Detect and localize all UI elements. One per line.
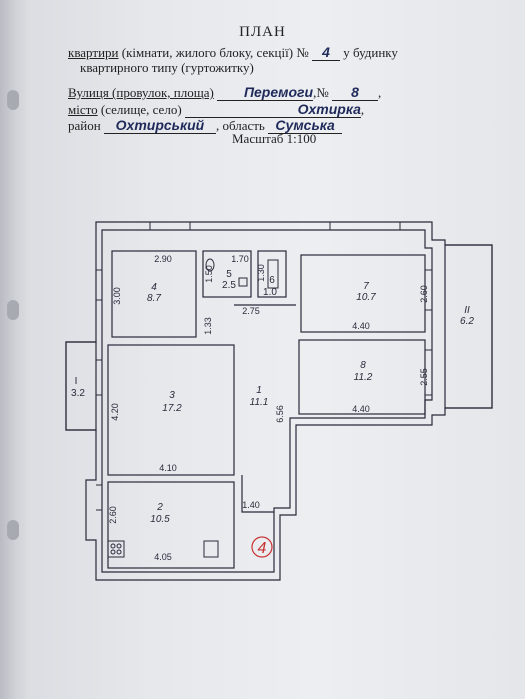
room-4 <box>111 250 197 338</box>
room-7 <box>300 254 426 333</box>
room-area-5: 2.5 <box>222 280 236 291</box>
dim-260a: 2.60 <box>419 285 429 303</box>
room-5 <box>202 250 252 298</box>
kitchen-sink-icon <box>203 540 219 558</box>
room-6 <box>257 250 287 298</box>
room-area-7: 10.7 <box>356 292 376 303</box>
dim-255: 2.55 <box>419 368 429 386</box>
dim-440b: 4.40 <box>352 404 370 414</box>
room-label-8: 8 <box>360 360 366 371</box>
room-area-I: 3.2 <box>71 388 85 399</box>
dim-260b: 2.60 <box>108 506 118 524</box>
binder-hole <box>7 90 19 110</box>
city-value: Охтирка <box>184 101 361 118</box>
header-line-2: квартирного типу (гуртожитку) <box>80 60 254 75</box>
hall-outline <box>234 304 296 513</box>
balcony-I <box>65 341 97 431</box>
dim-150: 1.50 <box>204 265 214 283</box>
dim-275: 2.75 <box>242 306 260 316</box>
room-label-5: 5 <box>226 269 232 280</box>
apartment-marker-circle <box>251 536 273 558</box>
street-value: Перемоги <box>217 84 314 101</box>
city-line: місто (селище, село) Охтирка, <box>68 101 365 118</box>
region-value: Сумська <box>268 117 343 134</box>
inner-wall <box>101 229 433 573</box>
room-label-II: II <box>464 305 470 316</box>
outer-wall <box>65 221 493 581</box>
room-area-2: 10.5 <box>150 514 170 525</box>
header-line-1: квартири (кімнати, жилого блоку, секції)… <box>68 44 398 61</box>
dim-656: 6.56 <box>275 405 285 423</box>
room-area-3: 17.2 <box>162 403 182 414</box>
sink-icon <box>238 277 248 287</box>
room-3 <box>107 344 235 476</box>
bath-icon <box>267 259 279 289</box>
room-area-II: 6.2 <box>460 316 474 327</box>
plan-title: ПЛАН <box>239 24 286 40</box>
room-area-6: 1.0 <box>263 287 277 298</box>
dim-440a: 4.40 <box>352 321 370 331</box>
street-line: Вулиця (провулок, площа) Перемоги,№ 8, <box>68 84 382 101</box>
binder-strip <box>0 0 26 699</box>
room-area-1: 11.1 <box>250 397 269 408</box>
apartment-number: 4 <box>311 44 340 61</box>
dim-130: 1.30 <box>256 264 266 282</box>
room-2 <box>107 481 235 569</box>
room-label-1: 1 <box>256 385 262 396</box>
room-label-7: 7 <box>363 281 369 292</box>
room-area-4: 8.7 <box>147 293 161 304</box>
dim-140: 1.40 <box>242 500 260 510</box>
room-8 <box>298 339 426 415</box>
dim-290: 2.90 <box>154 254 172 264</box>
room-label-6: 6 <box>269 275 275 286</box>
stove-icon <box>107 540 125 558</box>
dim-405: 4.05 <box>154 552 172 562</box>
balcony-II <box>444 244 493 409</box>
apartment-marker-number: 4 <box>258 540 267 557</box>
house-number: 8 <box>331 84 378 101</box>
room-label-4: 4 <box>151 282 157 293</box>
dim-133: 1.33 <box>203 317 213 335</box>
binder-hole <box>7 300 19 320</box>
room-label-2: 2 <box>156 502 163 513</box>
room-label-3: 3 <box>169 390 175 401</box>
toilet-icon <box>205 258 215 272</box>
scale-label: Масштаб 1:100 <box>232 131 317 146</box>
district-value: Охтирський <box>103 117 216 134</box>
dim-170: 1.70 <box>231 254 249 264</box>
dim-420: 4.20 <box>110 403 120 421</box>
binder-hole <box>7 520 19 540</box>
room-label-I: I <box>75 376 78 387</box>
dim-300: 3.00 <box>112 287 122 305</box>
dim-410: 4.10 <box>159 463 177 473</box>
district-line: район Охтирський, область Сумська <box>68 117 343 134</box>
room-area-8: 11.2 <box>354 372 373 383</box>
